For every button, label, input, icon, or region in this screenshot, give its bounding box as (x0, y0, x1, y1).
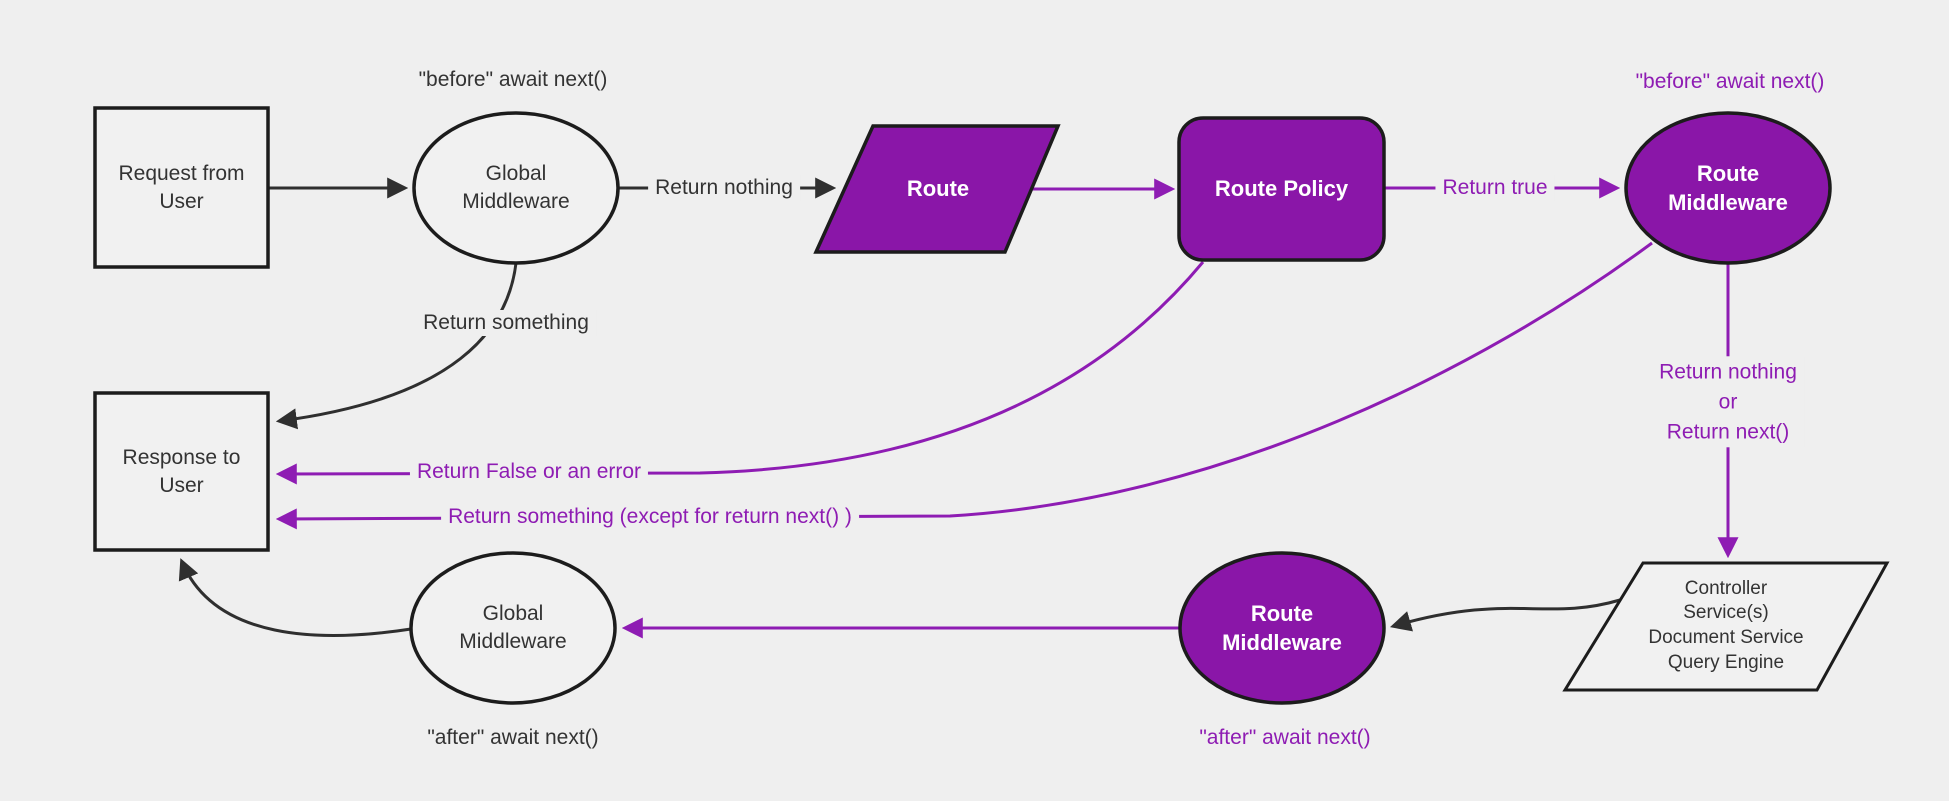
request-node-shape (93, 106, 270, 269)
global-middleware-bottom-node-shape (409, 551, 617, 705)
route-policy-node-shape (1177, 116, 1386, 262)
edge-route-policy-to-response (275, 261, 1205, 485)
route-middleware-bottom-node-shape (1178, 551, 1386, 705)
edge-global-middleware-bottom-to-response (178, 558, 412, 637)
response-node-shape (93, 391, 270, 552)
route-node-shape (813, 124, 1061, 254)
controller-node-shape (1562, 561, 1890, 692)
global-middleware-top-node-shape (412, 111, 620, 265)
route-middleware-top-node-shape (1624, 111, 1832, 265)
edge-controller-to-route-middleware-bottom (1389, 598, 1621, 632)
edge-route-middleware-to-response (275, 241, 1653, 530)
edge-global-middleware-to-response (275, 262, 518, 430)
